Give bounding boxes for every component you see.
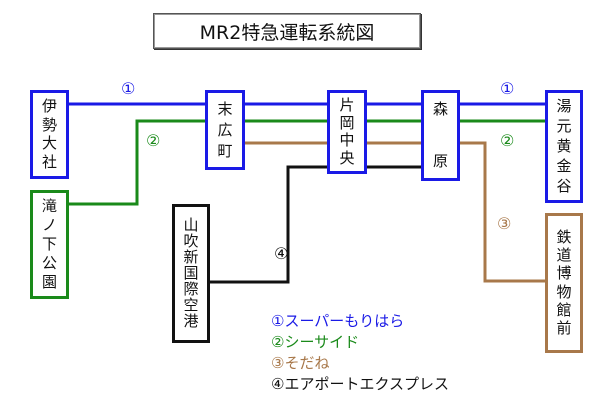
station-name-char: 博 <box>556 264 572 283</box>
station-yumoto-koganedani: 湯元黄金谷 <box>545 90 583 203</box>
route-label-4: ④ <box>274 244 289 263</box>
station-name-char: 央 <box>339 148 355 167</box>
legend: ①スーパーもりはら ②シーサイド ③そだね ④エアポートエクスプレス <box>271 311 449 395</box>
station-name-char: 谷 <box>556 176 572 195</box>
station-takinoshita-koen: 滝ノ下公園 <box>30 190 69 299</box>
station-name-char <box>433 128 448 143</box>
legend-item-super-morihara: ①スーパーもりはら <box>271 312 405 330</box>
station-name-char: 国 <box>183 263 199 282</box>
station-name-char: 広 <box>217 120 233 139</box>
station-kataoka-chuo: 片岡中央 <box>327 90 367 174</box>
station-name-char: 片 <box>339 96 355 115</box>
route-label-1-east: ① <box>500 79 515 98</box>
station-name-char: 物 <box>556 282 572 301</box>
station-suehirocho: 末広町 <box>205 90 245 170</box>
station-name-char: 黄 <box>556 136 572 155</box>
station-name-char: 港 <box>183 312 199 331</box>
station-name-char: 末 <box>217 99 233 118</box>
legend-item-airport-express: ④エアポートエクスプレス <box>271 375 449 393</box>
legend-item-sodane: ③そだね <box>271 354 330 372</box>
station-name-char: 町 <box>217 141 233 160</box>
station-name-char: 山 <box>183 215 199 234</box>
station-name-char: 滝 <box>41 197 57 215</box>
station-name-char: 森 <box>432 100 448 119</box>
station-name-char: 社 <box>41 153 57 172</box>
station-isetaisha: 伊勢大社 <box>30 90 69 179</box>
station-name-char: 際 <box>183 280 199 299</box>
route-label-1-west: ① <box>121 79 136 98</box>
station-name-char: 元 <box>556 117 572 136</box>
station-name-char: 道 <box>556 245 572 264</box>
station-name-char: 公 <box>41 254 57 272</box>
station-name-char: 下 <box>41 235 57 253</box>
station-name-char: 湯 <box>556 97 572 116</box>
station-name-char: 館 <box>556 300 572 319</box>
station-name-char: 空 <box>183 296 199 315</box>
station-name-char: 園 <box>41 273 57 291</box>
legend-item-seaside: ②シーサイド <box>271 333 360 351</box>
station-name-char: 中 <box>339 131 355 150</box>
route-label-2-west: ② <box>146 131 161 150</box>
station-name-char: 大 <box>41 134 57 153</box>
station-name-char: 金 <box>556 156 572 175</box>
line-4 <box>209 165 459 284</box>
station-name-char: 原 <box>432 151 448 170</box>
station-name-char: 鉄 <box>556 227 572 246</box>
station-morihara: 森 原 <box>421 90 460 181</box>
station-name-char: 岡 <box>339 113 355 132</box>
station-yamabuki-airport: 山吹新国際空港 <box>172 204 210 343</box>
route-label-3: ③ <box>497 214 512 233</box>
diagram-title: MR2特急運転系統図 <box>153 13 421 49</box>
station-name-char: 吹 <box>183 231 199 250</box>
station-name-char: 新 <box>183 247 199 266</box>
station-name-char: 伊 <box>41 96 57 115</box>
station-name-char: 前 <box>556 319 572 338</box>
station-tetsudo-hakubutsukan-mae: 鉄道博物館前 <box>545 213 583 353</box>
station-name-char: ノ <box>41 216 57 234</box>
line-2-west <box>68 119 205 206</box>
route-label-2-east: ② <box>500 131 515 150</box>
station-name-char: 勢 <box>41 115 57 134</box>
